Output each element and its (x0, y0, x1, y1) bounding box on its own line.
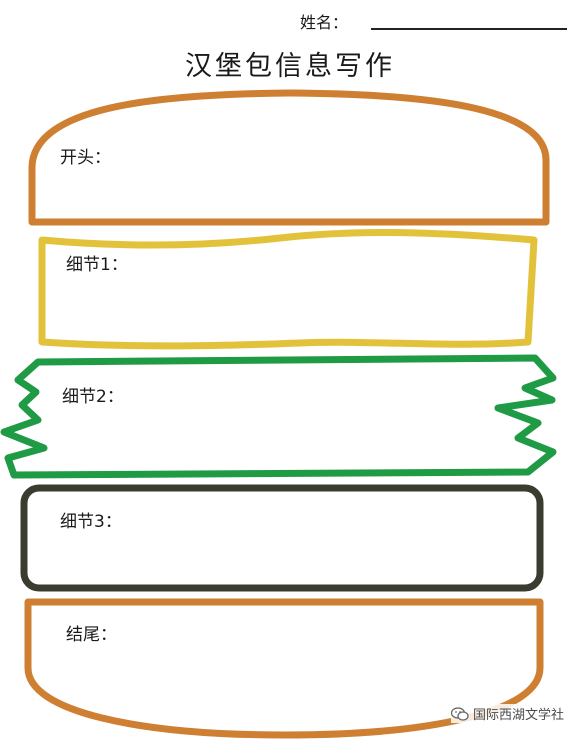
lettuce-layer-shape (0, 354, 557, 479)
detail2-label: 细节2： (62, 387, 124, 407)
name-label: 姓名： (300, 13, 349, 32)
top-bun-shape (28, 89, 550, 226)
name-fill-line[interactable] (371, 28, 567, 30)
detail3-label: 细节3： (60, 512, 122, 532)
bottom-bun-shape (24, 598, 544, 739)
detail1-label: 细节1： (66, 255, 128, 275)
watermark: 国际西湖文学社 (450, 704, 564, 723)
worksheet-title: 汉堡包信息写作 (185, 51, 395, 82)
wechat-icon (450, 706, 469, 721)
cheese-layer-shape (38, 228, 538, 350)
closing-label: 结尾： (66, 625, 117, 645)
watermark-text: 国际西湖文学社 (472, 708, 564, 723)
opening-label: 开头： (60, 148, 111, 168)
patty-layer-shape (20, 484, 544, 592)
